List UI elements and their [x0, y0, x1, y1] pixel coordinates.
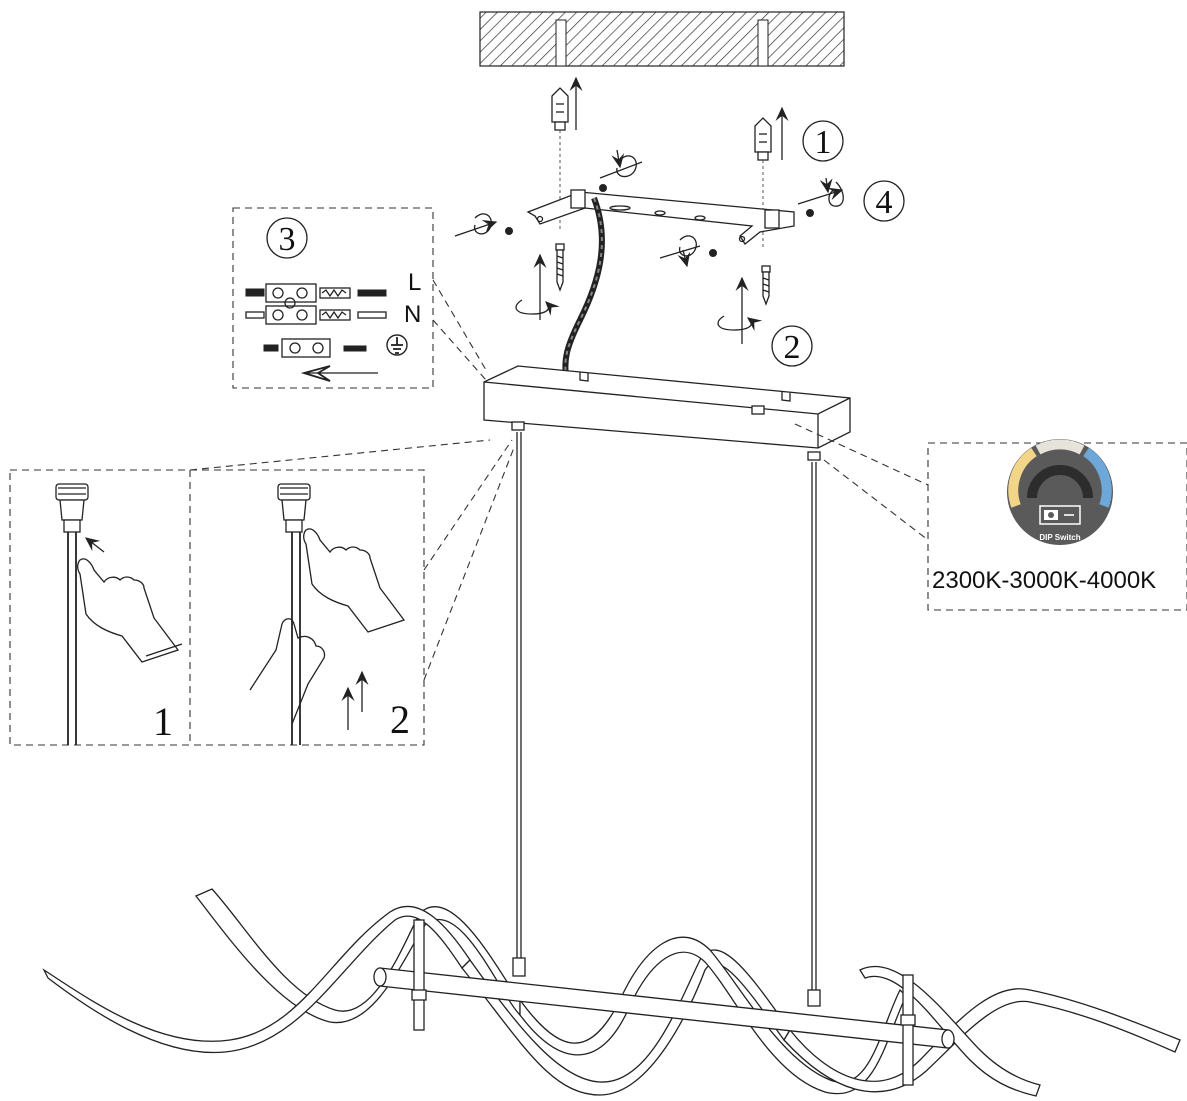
- dip-switch-label: DIP Switch: [1039, 533, 1080, 542]
- ceiling: [479, 11, 845, 67]
- mounting-bracket: [526, 189, 795, 245]
- dip-switch-badge: DIP Switch: [1007, 439, 1113, 545]
- adjust-panel-2: 2: [249, 483, 410, 745]
- rotation-arrows: [454, 149, 844, 268]
- svg-text:2: 2: [784, 329, 801, 366]
- svg-text:1: 1: [153, 699, 173, 744]
- terminal-block-live: [245, 283, 387, 303]
- wiring-detail-box: 3 L N: [232, 207, 434, 389]
- insert-arrow-icon: [300, 365, 331, 382]
- svg-text:3: 3: [279, 221, 296, 258]
- wood-screw-left: [515, 243, 565, 320]
- svg-text:4: 4: [876, 184, 893, 221]
- suspension-cables: [516, 432, 817, 995]
- cct-range-label: 2300K-3000K-4000K: [932, 567, 1156, 594]
- height-adjust-box: 1 2: [9, 469, 425, 746]
- svg-text:2: 2: [390, 697, 410, 742]
- dip-switch-icon: [1039, 505, 1081, 525]
- terminal-block-neutral: [245, 305, 387, 325]
- adjust-panel-1: 1: [55, 483, 183, 745]
- step-2-marker: 2: [771, 325, 813, 367]
- wall-plug-right: [754, 106, 789, 250]
- svg-text:1: 1: [815, 124, 832, 161]
- live-label: L: [408, 269, 421, 296]
- small-screws: [505, 184, 814, 257]
- wood-screw-right: [717, 265, 771, 344]
- step-4-marker: 4: [863, 180, 905, 222]
- dip-switch-box: DIP Switch 2300K-3000K-4000K: [794, 423, 1187, 611]
- luminaire-body: [42, 888, 1181, 1097]
- neutral-label: N: [404, 301, 421, 328]
- supply-cable: [562, 196, 605, 377]
- terminal-block-earth: [263, 334, 408, 358]
- step-1-marker: 1: [802, 120, 844, 162]
- canopy-box: [483, 365, 851, 461]
